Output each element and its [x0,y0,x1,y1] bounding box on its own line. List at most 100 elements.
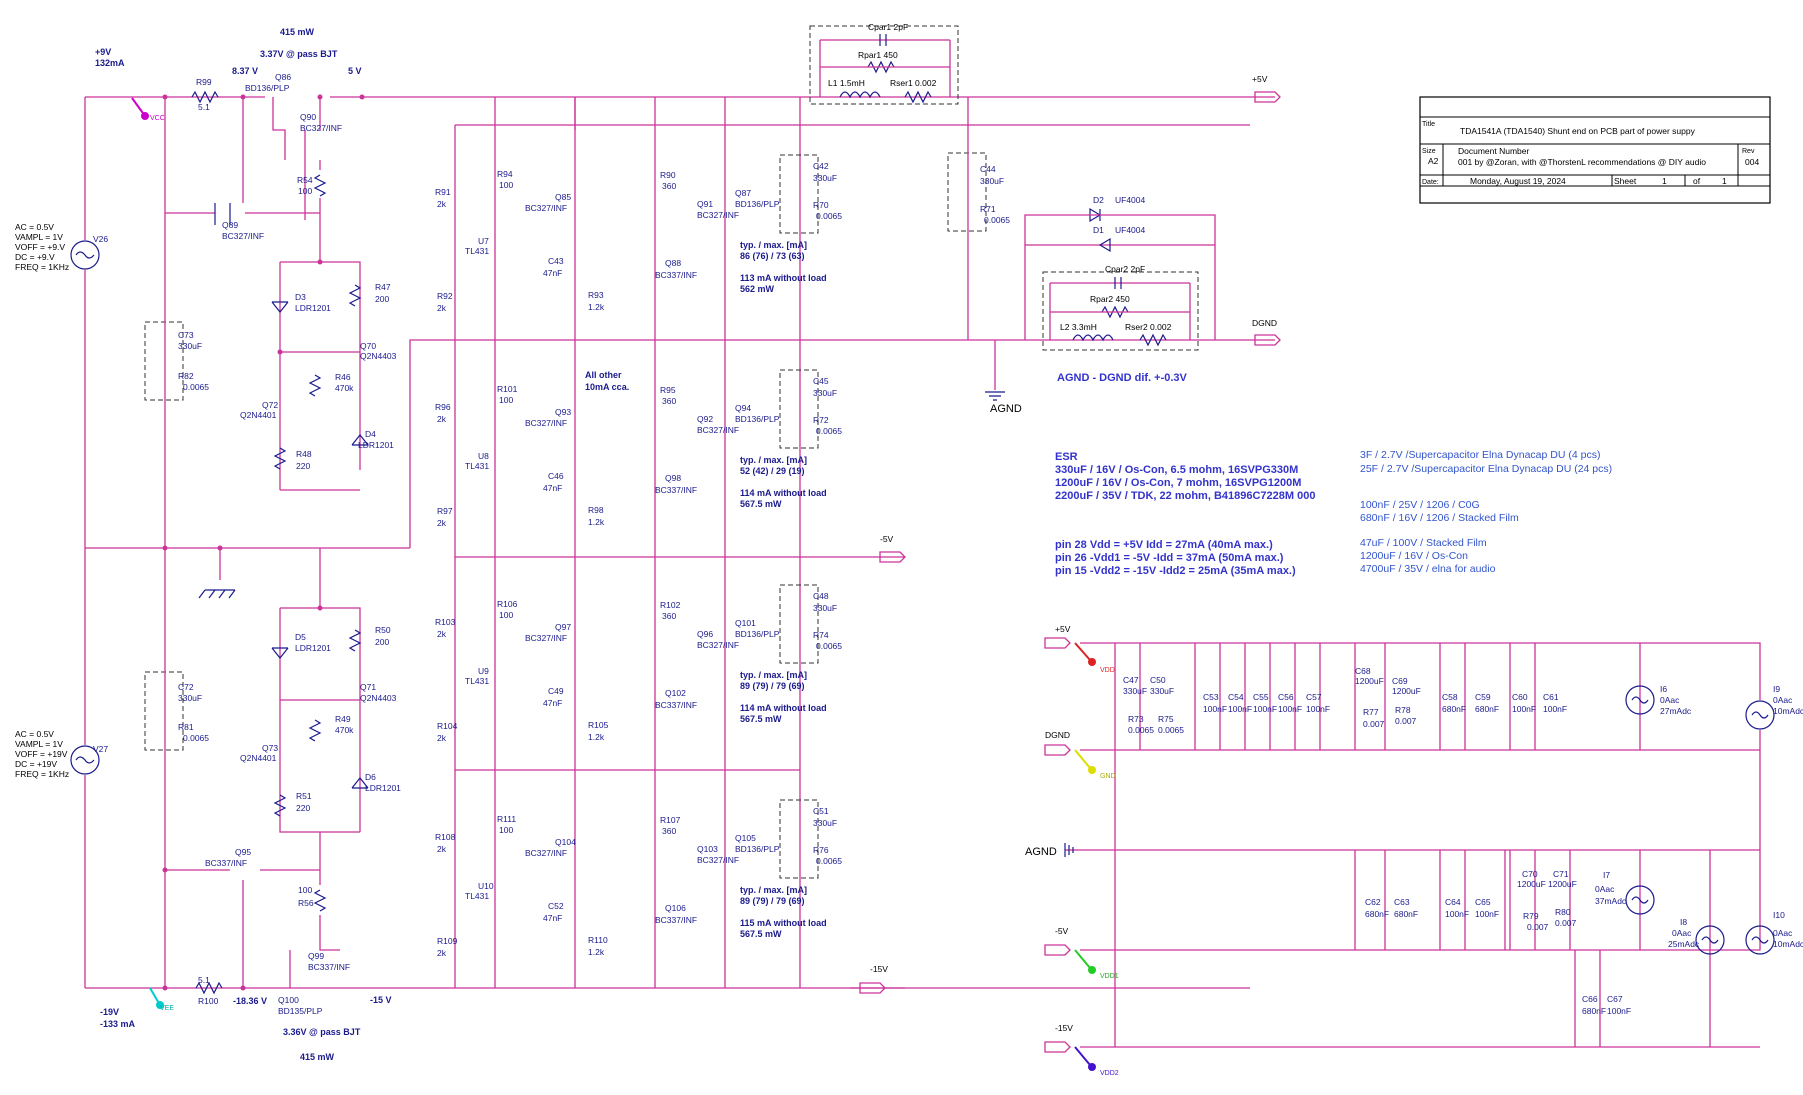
label-r56: R56 [298,898,314,908]
shunt-1-r-b: R92 [437,291,453,301]
lbl-r73: R73 [1128,714,1144,724]
filter-section [809,25,1281,994]
shunt-3-r-sv: 0.0065 [816,641,842,651]
shunt-2-typv: 52 (42) / 29 (19) [740,466,805,476]
label-q71t: Q2N4403 [360,693,397,703]
label-c72: C72 [178,682,194,692]
lbl-c60: C60 [1512,692,1528,702]
tb-docnum-label: Document Number [1458,146,1530,156]
shunt-3-r-ev: 1.2k [588,732,605,742]
v27-vampl: VAMPL = 1V [15,739,63,749]
lbl-c68: C68 [1355,666,1371,676]
lbl-r80: R80 [1555,907,1571,917]
shunt-4-r-ev: 1.2k [588,947,605,957]
shunt-4-load: 115 mA without load [740,918,827,928]
shunt-4-r-bv: 2k [437,948,447,958]
label-r81v: 0.0065 [183,733,209,743]
lbl-r77v: 0.007 [1363,719,1385,729]
shunt-3-capv: 330uF [813,603,837,613]
label-d2t: UF4004 [1115,195,1146,205]
v27-voff: VOFF = +19V [15,749,68,759]
note-6: 1200uF / 16V / Os-Con [1360,550,1468,562]
label-q71: Q71 [360,682,376,692]
label-q99t: BC337/INF [308,962,350,972]
label-d5t: LDR1201 [295,643,331,653]
probe-gnd: GND [1100,773,1116,780]
load-agnd: AGND [1025,846,1057,858]
v26-name: V26 [93,234,108,244]
shunt-2-load: 114 mA without load [740,488,827,498]
label-r99: R99 [196,77,212,87]
lbl-c47: C47 [1123,675,1139,685]
label-vpass-top: 3.37V @ pass BJT [260,49,338,59]
lbl-i7b: 37mAdc [1595,896,1627,906]
shunt-1-load: 113 mA without load [740,273,827,283]
shunt-1-r-s: R70 [813,200,829,210]
label-rser1: Rser1 0.002 [890,78,937,88]
label-d4t: LDR1201 [358,440,394,450]
label-r50v: 200 [375,637,389,647]
rail-agnd: AGND [990,403,1022,415]
shunt-2-u: U8 [478,451,489,461]
shunt-3-r-e: R105 [588,720,609,730]
esr-l2: 1200uF / 16V / Os-Con, 7 mohm, 16SVPG120… [1055,477,1301,489]
label-vm15: -15 V [370,995,392,1005]
lbl-i9: I9 [1773,684,1780,694]
label-r46v: 470k [335,383,354,393]
left-supply [70,90,1250,1009]
shunt-3-typ: typ. / max. [mA] [740,670,807,680]
label-rser2: Rser2 0.002 [1125,322,1172,332]
cap-top-4-value: 100nF [1278,704,1302,714]
shunt-3-r-a: R103 [435,617,456,627]
label-r100v: 5.1 [198,975,210,985]
label-r47: R47 [375,282,391,292]
label-c44v: 330uF [980,176,1004,186]
note-1: 3F / 2.7V /Supercapacitor Elna Dynacap D… [1360,449,1600,461]
shunt-4-qct: BC327/INF [697,855,739,865]
tb-date: Monday, August 19, 2024 [1470,176,1566,186]
esr-l3: 2200uF / 35V / TDK, 22 mohm, B41896C7228… [1055,490,1315,502]
v27-freq: FREQ = 1KHz [15,769,69,779]
shunt-labels: R912kR94100U7TL431R922kQ85BC327/INFC4347… [435,161,842,958]
load-network [1044,637,1775,1071]
label-all-other: All other [585,370,622,380]
lbl-r73v: 0.0065 [1128,725,1154,735]
shunt-3-qc: Q96 [697,629,713,639]
label-r50: R50 [375,625,391,635]
tb-rev: 004 [1745,157,1759,167]
shunt-1-r-e: R93 [588,290,604,300]
shunt-3-qbt: BC337/INF [655,700,697,710]
shunt-2-qdt: BD136/PLP [735,414,780,424]
label-q90: Q90 [300,112,316,122]
shunt-3-r-c: R102 [660,600,681,610]
shunt-1-qb: Q88 [665,258,681,268]
shunt-2-r-av: 2k [437,414,447,424]
lbl-c59v: 680nF [1475,704,1499,714]
label-d2: D2 [1093,195,1104,205]
tb-sheet: 1 [1662,176,1667,186]
label-d3t: LDR1201 [295,303,331,313]
lbl-c50v: 330uF [1150,686,1174,696]
label-mw-top: 415 mW [280,27,315,37]
pin-15: pin 15 -Vdd2 = -15V -Idd2 = 25mA (35mA m… [1055,565,1296,577]
shunt-1-r-bv: 2k [437,303,447,313]
shunt-4-qbt: BC337/INF [655,915,697,925]
shunt-2-r-e: R98 [588,505,604,515]
shunt-3-r-av: 2k [437,629,447,639]
shunt-4-r-top: R111 [497,814,516,824]
lbl-c66v: 680nF [1582,1006,1606,1016]
shunt-4-qdt: BD136/PLP [735,844,780,854]
lbl-c66: C66 [1582,994,1598,1004]
shunt-3-cv: 47nF [543,698,562,708]
shunt-4-loadmw: 567.5 mW [740,929,782,939]
shunt-4-u: U10 [478,881,494,891]
shunt-1-r-av: 2k [437,199,447,209]
label-q72: Q72 [262,400,278,410]
shunt-2-r-ev: 1.2k [588,517,605,527]
v26-voff: VOFF = +9.V [15,242,65,252]
label-rpar2: Rpar2 450 [1090,294,1130,304]
lbl-c70v: 1200uF [1517,879,1546,889]
shunt-2-r-cv: 360 [662,396,676,406]
shunt-1-cap: C42 [813,161,829,171]
lbl-c63v: 680nF [1394,909,1418,919]
